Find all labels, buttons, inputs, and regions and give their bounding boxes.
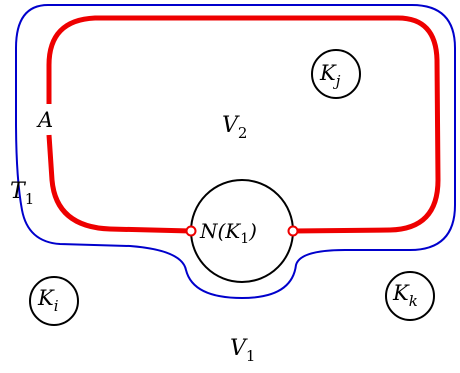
- surface-t1-curve: [15, 4, 456, 300]
- label-a: A: [36, 108, 53, 132]
- left-endpoint-marker: [185, 225, 197, 237]
- curve-a-upper: [46, 134, 192, 234]
- label-ki: Ki: [37, 286, 59, 315]
- knot-ki-circle: [29, 276, 79, 326]
- label-v2: V2: [222, 113, 247, 142]
- label-kk: Kk: [392, 281, 418, 310]
- knot-kj-circle: [311, 49, 361, 99]
- knot-kk-circle: [385, 271, 435, 321]
- right-endpoint-marker: [287, 225, 299, 237]
- label-t1: T1: [10, 179, 34, 208]
- label-v1: V1: [230, 336, 255, 365]
- label-kj: Kj: [319, 61, 341, 90]
- label-n-k1: N(K1): [199, 219, 257, 247]
- curve-a-left: [46, 15, 441, 234]
